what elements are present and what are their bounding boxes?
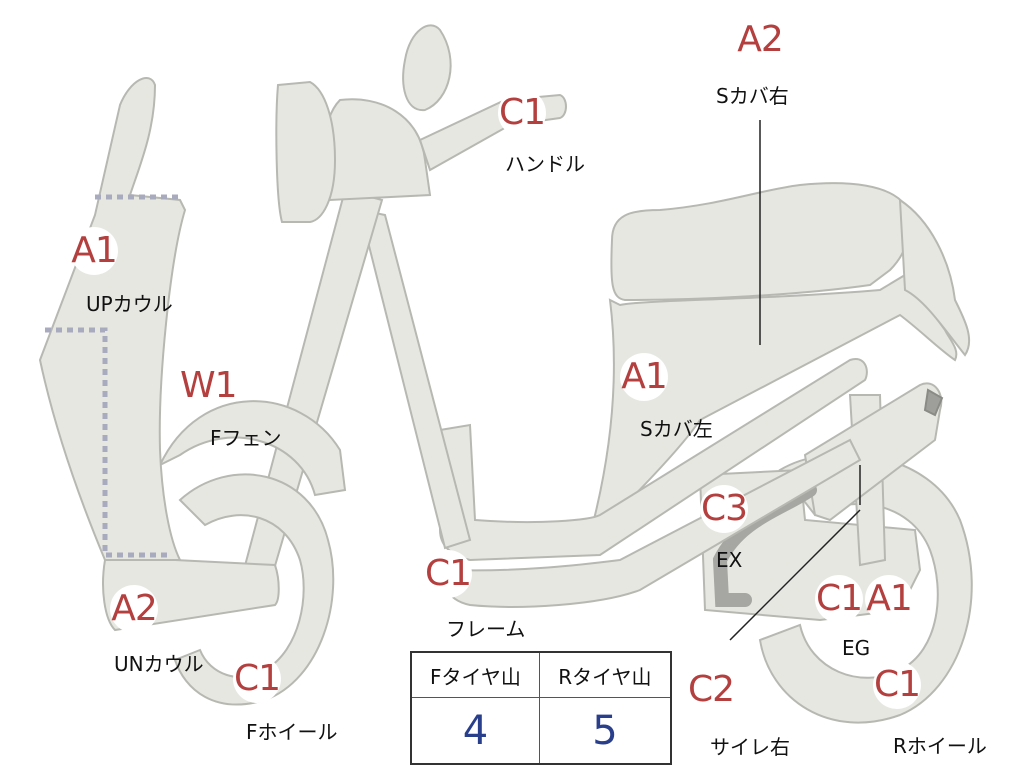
code-side-cover-left: A1 xyxy=(620,353,668,401)
tail xyxy=(898,198,971,357)
code-exhaust: C3 xyxy=(700,485,748,533)
label-frame: フレーム xyxy=(446,617,526,641)
header-rear-tire: Rタイヤ山 xyxy=(538,651,672,698)
tire-tread-table: Fタイヤ山 Rタイヤ山 4 5 xyxy=(410,651,672,765)
silencer-tip xyxy=(923,388,944,417)
lower-frame xyxy=(444,438,862,608)
label-side-cover-right: Sカバ右 xyxy=(716,84,789,108)
label-upper-cowl: UPカウル xyxy=(86,292,173,316)
value-front-tire: 4 xyxy=(410,697,540,765)
label-side-cover-left: Sカバ左 xyxy=(640,417,713,441)
label-front-wheel: Fホイール xyxy=(246,720,338,744)
upper-cowl xyxy=(38,76,187,561)
label-engine: EG xyxy=(842,636,871,660)
front-wheel xyxy=(173,473,335,706)
header-front-tire: Fタイヤ山 xyxy=(410,651,540,698)
code-side-cover-right: A2 xyxy=(736,16,784,64)
code-front-fender: W1 xyxy=(180,362,238,410)
frame-downtube xyxy=(358,208,472,550)
mirror xyxy=(402,24,452,112)
code-engine-1: C1 xyxy=(815,575,863,623)
code-front-wheel: C1 xyxy=(233,655,281,703)
label-exhaust: EX xyxy=(716,548,743,572)
handlebar-stem xyxy=(322,98,432,202)
code-under-cowl: A2 xyxy=(110,585,158,633)
code-frame: C1 xyxy=(424,550,472,598)
code-upper-cowl: A1 xyxy=(70,227,118,275)
leader-muffler-right xyxy=(729,509,861,641)
side-covers xyxy=(588,273,958,537)
rear-wheel xyxy=(758,453,973,724)
label-handle: ハンドル xyxy=(505,152,585,176)
headlight xyxy=(275,80,337,223)
value-rear-tire: 5 xyxy=(538,697,672,765)
label-under-cowl: UNカウル xyxy=(114,652,204,676)
label-rear-wheel: Rホイール xyxy=(893,734,987,758)
code-engine-2: A1 xyxy=(865,575,913,623)
code-handle: C1 xyxy=(498,89,546,137)
code-muffler-right: C2 xyxy=(687,666,735,714)
code-rear-wheel: C1 xyxy=(873,661,921,709)
front-fender xyxy=(157,400,347,497)
label-muffler-right: サイレ右 xyxy=(710,735,790,759)
label-front-fender: Fフェン xyxy=(210,426,282,450)
